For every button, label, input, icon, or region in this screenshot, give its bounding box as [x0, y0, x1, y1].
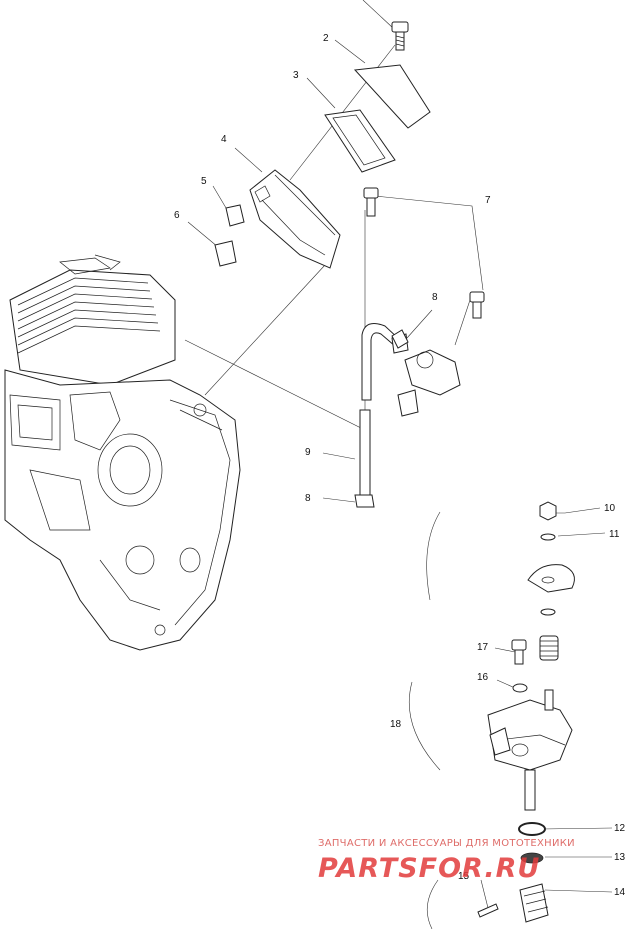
callout-label-3: 3: [293, 70, 299, 81]
clamp-part-8: [391, 329, 409, 349]
brace-18-top: [426, 511, 441, 601]
pump-spring: [539, 635, 559, 661]
callout-label-11: 11: [609, 529, 620, 540]
nut-part-10: [539, 501, 557, 521]
washer-part-11: [540, 533, 556, 541]
engine-block-illustration: [4, 254, 241, 651]
o-ring-part-12: [518, 822, 546, 836]
callout-label-5: 5: [201, 176, 207, 187]
washer-part-16: [512, 683, 528, 693]
spring-washer: [540, 608, 556, 616]
bolt-part-17: [511, 639, 527, 665]
oil-pump-fitting: [361, 323, 461, 417]
watermark: ЗАПЧАСТИ И АКСЕССУАРЫ ДЛЯ МОТОТЕХНИКИ PA…: [318, 838, 575, 884]
callout-label-15: 15: [458, 871, 470, 882]
callout-label-17: 17: [477, 642, 489, 653]
callout-label-2: 2: [323, 33, 329, 44]
callout-label-8-top: 8: [432, 292, 438, 303]
nut-part-6: [214, 240, 237, 267]
leader-lines: [184, 0, 613, 909]
callout-label-18: 18: [390, 719, 402, 730]
bolt-part-1: [391, 21, 409, 51]
brace-18: [409, 681, 441, 771]
gasket-part-3: [324, 109, 396, 173]
nut-part-5: [225, 204, 245, 227]
watermark-logo: PARTSFOR.RU: [318, 853, 540, 884]
callout-label-8-bottom: 8: [305, 493, 311, 504]
gear-part-14: [519, 883, 549, 923]
hose-part-9: [359, 409, 371, 496]
callout-label-6: 6: [174, 210, 180, 221]
callout-label-16: 16: [477, 672, 489, 683]
pin-part-15: [477, 903, 499, 918]
callout-label-12: 12: [614, 823, 626, 834]
clamp-part-8-lower: [354, 494, 375, 508]
pump-lever: [527, 564, 575, 593]
callout-label-13: 13: [614, 852, 626, 863]
callout-label-9: 9: [305, 447, 311, 458]
watermark-tagline: ЗАПЧАСТИ И АКСЕССУАРЫ ДЛЯ МОТОТЕХНИКИ: [318, 838, 575, 849]
washer-part-13: [520, 852, 544, 864]
callout-labels: 2 3 4 5 6 7 8 9 8 10 11 17 16 18 12 13 1…: [174, 33, 626, 898]
housing-part-4: [249, 169, 341, 269]
oil-pump-body-part-18: [487, 689, 573, 811]
cover-plate-part-2: [353, 64, 431, 129]
callout-label-4: 4: [221, 134, 227, 145]
screw-part-7: [363, 187, 485, 319]
brace-bottom: [426, 879, 439, 929]
callout-label-10: 10: [604, 503, 616, 514]
callout-label-14: 14: [614, 887, 626, 898]
callout-label-7: 7: [485, 195, 491, 206]
